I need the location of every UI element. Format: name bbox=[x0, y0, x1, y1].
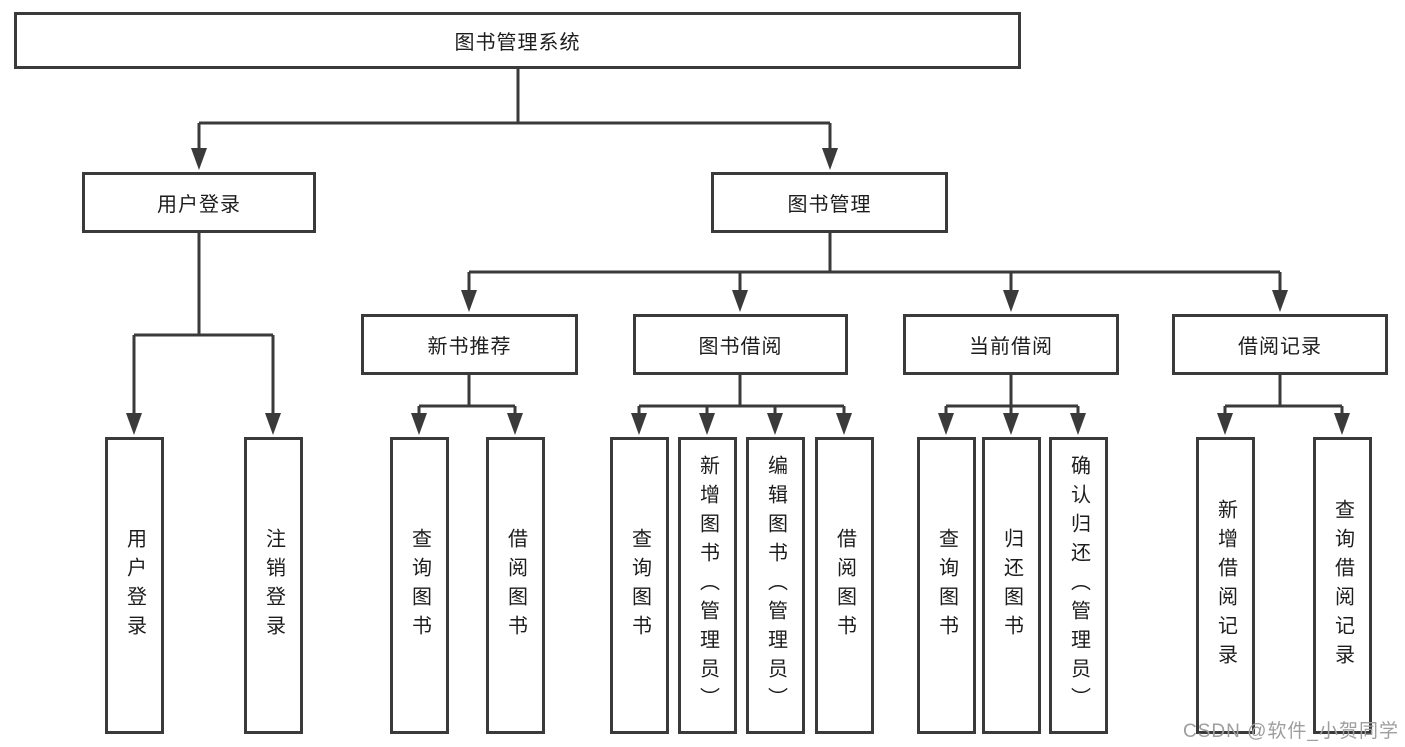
node-book-borrowing: 图书借阅 bbox=[633, 314, 848, 375]
csdn-watermark: CSDN @软件_小贺同学 bbox=[1183, 721, 1399, 742]
leaf-label: 编辑图书（管理员） bbox=[764, 455, 787, 716]
node-new-book-recommendation: 新书推荐 bbox=[361, 314, 578, 375]
leaf-label: 查询图书 bbox=[628, 527, 651, 644]
leaf-current-confirm-return-admin: 确认归还（管理员） bbox=[1049, 437, 1108, 734]
leaf-label: 注销登录 bbox=[262, 527, 285, 644]
node-label: 用户登录 bbox=[157, 194, 241, 216]
leaf-user-login: 用户登录 bbox=[105, 437, 164, 734]
leaf-label: 新增图书（管理员） bbox=[696, 455, 719, 716]
node-label: 新书推荐 bbox=[427, 336, 512, 358]
node-label: 图书管理 bbox=[787, 194, 872, 216]
leaf-current-query-books: 查询图书 bbox=[917, 437, 976, 734]
node-library-management-system: 图书管理系统 bbox=[14, 12, 1021, 69]
leaf-newrec-borrow-books: 借阅图书 bbox=[486, 437, 545, 734]
node-current-borrowing: 当前借阅 bbox=[903, 314, 1119, 375]
leaf-label: 归还图书 bbox=[1000, 527, 1023, 644]
leaf-label: 确认归还（管理员） bbox=[1067, 455, 1090, 716]
leaf-label: 新增借阅记录 bbox=[1214, 498, 1237, 673]
leaf-records-add-record: 新增借阅记录 bbox=[1196, 437, 1255, 734]
node-label: 借阅记录 bbox=[1238, 336, 1322, 358]
leaf-current-return-books: 归还图书 bbox=[982, 437, 1041, 734]
leaf-newrec-query-books: 查询图书 bbox=[390, 437, 449, 734]
leaf-logout: 注销登录 bbox=[244, 437, 303, 734]
leaf-label: 用户登录 bbox=[123, 527, 146, 644]
leaf-label: 查询借阅记录 bbox=[1331, 498, 1354, 673]
node-user-login: 用户登录 bbox=[82, 172, 316, 233]
node-label: 图书借阅 bbox=[698, 336, 783, 358]
leaf-borrowing-query-books: 查询图书 bbox=[610, 437, 669, 734]
leaf-label: 查询图书 bbox=[935, 527, 958, 644]
leaf-borrowing-borrow-books: 借阅图书 bbox=[815, 437, 874, 734]
node-borrowing-records: 借阅记录 bbox=[1172, 314, 1388, 375]
node-label: 当前借阅 bbox=[969, 336, 1053, 358]
leaf-label: 借阅图书 bbox=[833, 527, 856, 644]
leaf-label: 借阅图书 bbox=[504, 527, 527, 644]
leaf-records-query-record: 查询借阅记录 bbox=[1313, 437, 1372, 734]
node-label: 图书管理系统 bbox=[454, 32, 581, 54]
leaf-label: 查询图书 bbox=[408, 527, 431, 644]
node-book-management: 图书管理 bbox=[711, 172, 948, 233]
leaf-borrowing-add-books-admin: 新增图书（管理员） bbox=[678, 437, 737, 734]
leaf-borrowing-edit-books-admin: 编辑图书（管理员） bbox=[746, 437, 805, 734]
